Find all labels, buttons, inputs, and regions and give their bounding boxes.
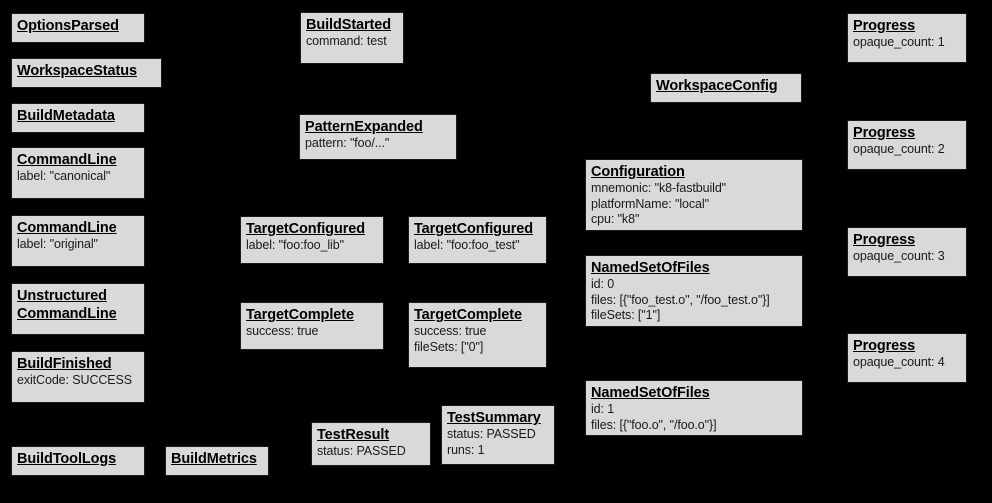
node-fields: command: test	[306, 34, 387, 48]
node-fields: success: true fileSets: ["0"]	[414, 324, 487, 354]
node-title: WorkspaceConfig	[656, 78, 778, 94]
node-fields: label: "foo:foo_test"	[414, 238, 520, 252]
node-fields: label: "original"	[17, 237, 98, 251]
node-title: BuildFinished	[17, 356, 112, 372]
node-fields: opaque_count: 1	[853, 35, 945, 49]
node-fields: exitCode: SUCCESS	[17, 373, 133, 387]
node-title: Progress	[853, 232, 916, 248]
node-title: PatternExpanded	[305, 119, 423, 135]
node-title: WorkspaceStatus	[17, 63, 137, 79]
node-title: TargetConfigured	[414, 221, 533, 237]
node-title: Unstructured CommandLine	[17, 288, 117, 322]
node-title: BuildMetadata	[17, 108, 115, 124]
node-build-metrics[interactable]: BuildMetrics	[165, 446, 269, 476]
node-title: Progress	[853, 338, 916, 354]
node-unstructured-command-line[interactable]: Unstructured CommandLine	[11, 283, 145, 335]
node-fields: opaque_count: 2	[853, 142, 945, 156]
node-title: CommandLine	[17, 152, 117, 168]
node-fields: opaque_count: 3	[853, 249, 945, 263]
node-fields: label: "canonical"	[17, 169, 111, 183]
node-fields: pattern: "foo/..."	[305, 136, 390, 150]
node-title: TargetComplete	[414, 307, 522, 323]
node-fields: mnemonic: "k8-fastbuild" platformName: "…	[591, 181, 727, 226]
node-options-parsed[interactable]: OptionsParsed	[11, 13, 145, 43]
node-title: TargetConfigured	[246, 221, 365, 237]
node-title: Progress	[853, 125, 916, 141]
node-title: Progress	[853, 18, 916, 34]
node-title: BuildMetrics	[171, 451, 257, 467]
node-build-metadata[interactable]: BuildMetadata	[11, 103, 145, 133]
node-fields: opaque_count: 4	[853, 355, 945, 369]
node-fields: status: PASSED	[317, 444, 406, 458]
node-fields: status: PASSED runs: 1	[447, 427, 536, 457]
node-title: TestSummary	[447, 410, 541, 426]
node-workspace-status[interactable]: WorkspaceStatus	[11, 58, 162, 88]
node-title: NamedSetOfFiles	[591, 260, 710, 276]
node-title: BuildStarted	[306, 17, 392, 33]
node-build-tool-logs[interactable]: BuildToolLogs	[11, 446, 145, 476]
node-title: Configuration	[591, 164, 685, 180]
node-title: OptionsParsed	[17, 18, 119, 34]
node-title: TestResult	[317, 427, 390, 443]
node-title: BuildToolLogs	[17, 451, 117, 467]
node-workspace-config[interactable]: WorkspaceConfig	[650, 73, 802, 103]
node-title: TargetComplete	[246, 307, 354, 323]
node-fields: label: "foo:foo_lib"	[246, 238, 344, 252]
node-fields: id: 1 files: [{"foo.o", "/foo.o"}]	[591, 402, 717, 432]
node-fields: id: 0 files: [{"foo_test.o", "/foo_test.…	[591, 277, 770, 322]
node-fields: success: true	[246, 324, 319, 338]
node-title: CommandLine	[17, 220, 117, 236]
node-title: NamedSetOfFiles	[591, 385, 710, 401]
